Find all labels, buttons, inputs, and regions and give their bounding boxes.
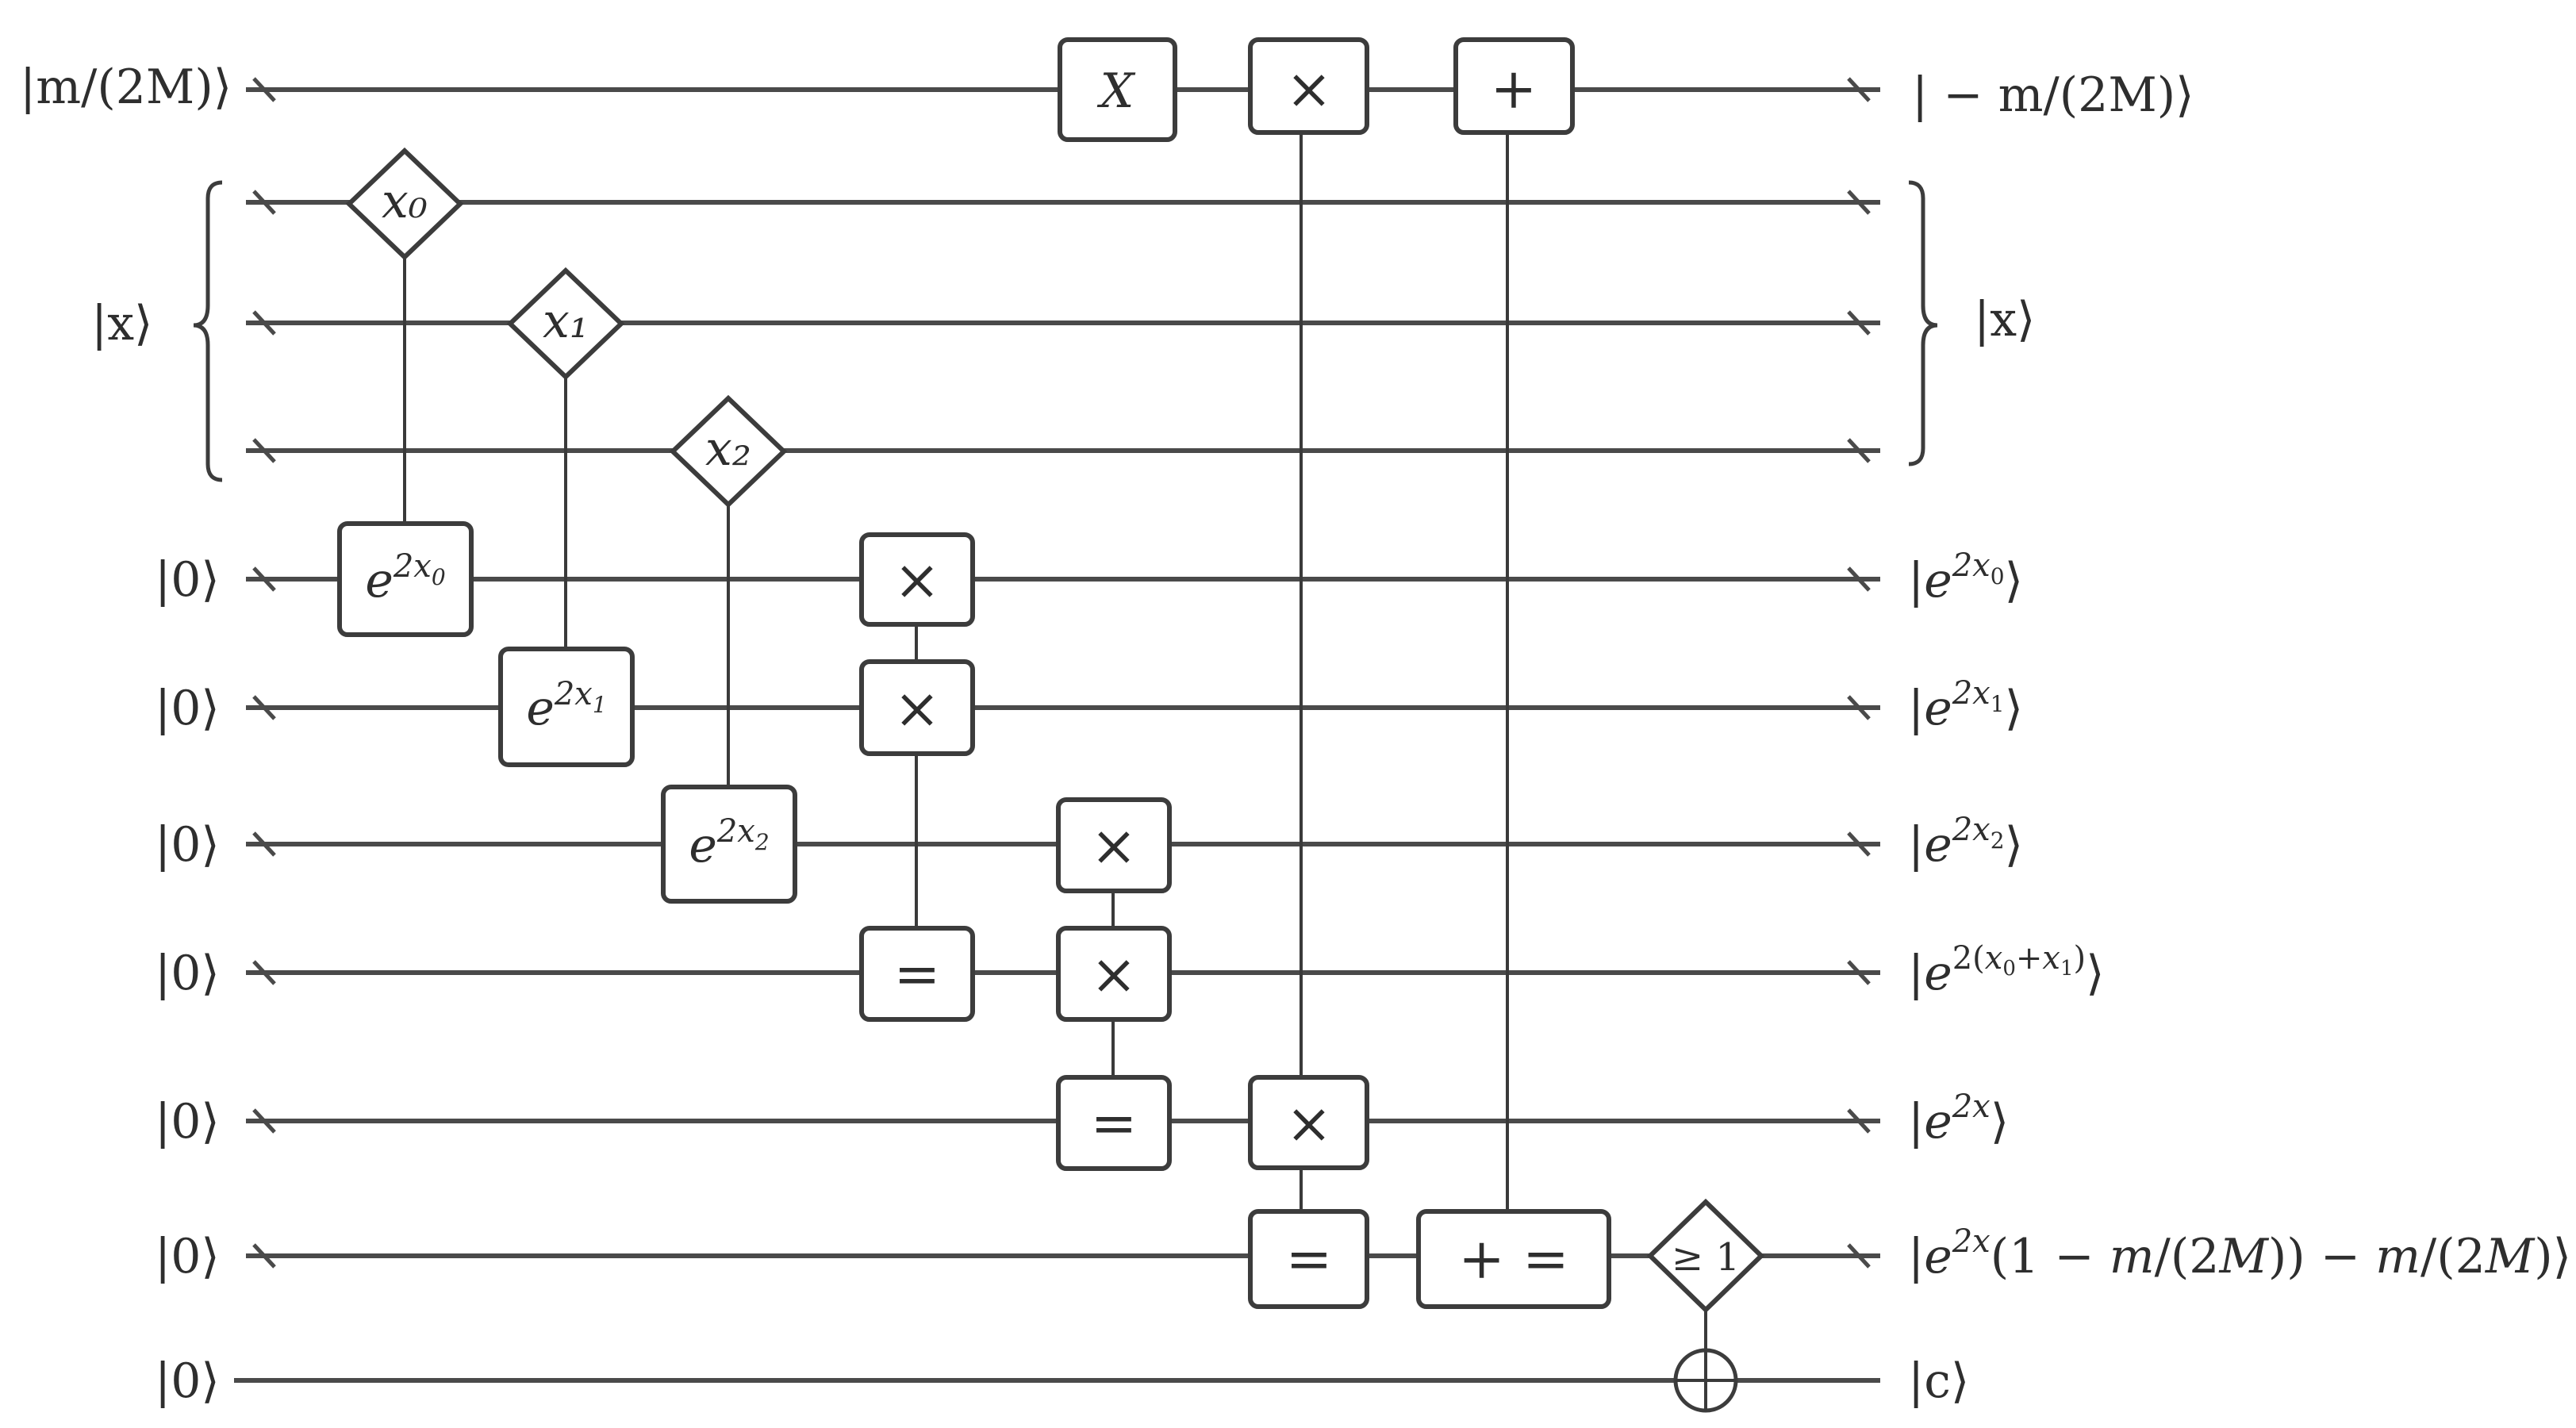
output-label-e01: |e2(x0+x1)⟩ bbox=[1908, 940, 2105, 1001]
output-label-c: |c⟩ bbox=[1908, 1353, 1969, 1409]
svg-text:≥ 1: ≥ 1 bbox=[1672, 1235, 1740, 1280]
output-brace bbox=[1908, 180, 1938, 466]
input-label-0-g: |0⟩ bbox=[155, 1353, 220, 1409]
svg-text:×: × bbox=[894, 547, 941, 612]
output-label-e2x: |e2x⟩ bbox=[1908, 1088, 2009, 1150]
gate-eq-e01: = bbox=[859, 926, 975, 1022]
output-label-result: |e2x(1 − m/(2M)) − m/(2M)⟩ bbox=[1908, 1223, 2571, 1284]
input-label-x: |x⟩ bbox=[91, 296, 152, 351]
input-brace bbox=[193, 180, 223, 482]
input-labels: |m/(2M)⟩ |x⟩ |0⟩ |0⟩ |0⟩ |0⟩ |0⟩ |0⟩ |0⟩ bbox=[20, 60, 232, 1409]
svg-text:+: + bbox=[1491, 56, 1538, 121]
output-labels: | − m/(2M)⟩ |x⟩ |e2x0⟩ |e2x1⟩ |e2x2⟩ |e2… bbox=[1908, 67, 2571, 1409]
gate-mul-e1: × bbox=[859, 659, 975, 756]
output-label-m: | − m/(2M)⟩ bbox=[1912, 67, 2194, 123]
gate-exp-1: e2x1 bbox=[498, 647, 635, 767]
input-label-0-b: |0⟩ bbox=[155, 681, 220, 736]
gate-exp-0: e2x0 bbox=[337, 521, 474, 637]
svg-text:+ =: + = bbox=[1458, 1226, 1569, 1292]
output-label-x: |x⟩ bbox=[1974, 292, 2035, 347]
connectors bbox=[403, 131, 1707, 1353]
gate-not: X bbox=[1058, 37, 1177, 142]
svg-text:=: = bbox=[894, 942, 941, 1007]
control-x0: x₀ bbox=[345, 147, 464, 261]
svg-text:x₁: x₁ bbox=[543, 294, 589, 349]
gate-exp-2: e2x2 bbox=[661, 785, 797, 904]
control-x2: x₂ bbox=[669, 394, 788, 509]
gate-mul-m: × bbox=[1248, 37, 1369, 135]
wires bbox=[234, 87, 1880, 1383]
svg-text:=: = bbox=[1091, 1091, 1138, 1156]
gate-addeq-result: + = bbox=[1416, 1209, 1611, 1309]
output-label-e1: |e2x1⟩ bbox=[1908, 675, 2023, 736]
svg-text:×: × bbox=[1091, 813, 1138, 878]
output-label-e2: |e2x2⟩ bbox=[1908, 812, 2023, 873]
input-label-0-a: |0⟩ bbox=[155, 552, 220, 608]
gate-mul-e2: × bbox=[1056, 797, 1172, 893]
svg-text:x₂: x₂ bbox=[705, 421, 751, 477]
input-label-m: |m/(2M)⟩ bbox=[20, 60, 232, 115]
svg-text:X: X bbox=[1097, 63, 1136, 119]
control-x1: x₁ bbox=[506, 267, 625, 381]
gate-mul-e0: × bbox=[859, 532, 975, 627]
gate-mul-e2x: × bbox=[1248, 1075, 1369, 1170]
bundle-ticks-input bbox=[252, 77, 276, 1269]
svg-text:×: × bbox=[894, 676, 941, 741]
control-geq: ≥ 1 bbox=[1646, 1198, 1765, 1314]
gate-add-m: + bbox=[1453, 37, 1575, 135]
gate-eq-result: = bbox=[1248, 1209, 1369, 1309]
input-label-0-c: |0⟩ bbox=[155, 817, 220, 873]
output-label-e0: |e2x0⟩ bbox=[1908, 547, 2023, 608]
input-label-0-e: |0⟩ bbox=[155, 1094, 220, 1150]
gate-mul-e01: × bbox=[1056, 926, 1172, 1022]
svg-text:×: × bbox=[1286, 1091, 1333, 1156]
svg-text:x₀: x₀ bbox=[382, 174, 428, 229]
svg-text:=: = bbox=[1286, 1226, 1333, 1292]
input-label-0-d: |0⟩ bbox=[155, 946, 220, 1001]
svg-text:×: × bbox=[1091, 942, 1138, 1007]
input-label-0-f: |0⟩ bbox=[155, 1229, 220, 1284]
gate-eq-e2x: = bbox=[1056, 1075, 1172, 1171]
svg-text:×: × bbox=[1286, 56, 1333, 121]
cnot-target bbox=[1673, 1348, 1738, 1413]
bundle-ticks-output bbox=[1847, 77, 1871, 1269]
